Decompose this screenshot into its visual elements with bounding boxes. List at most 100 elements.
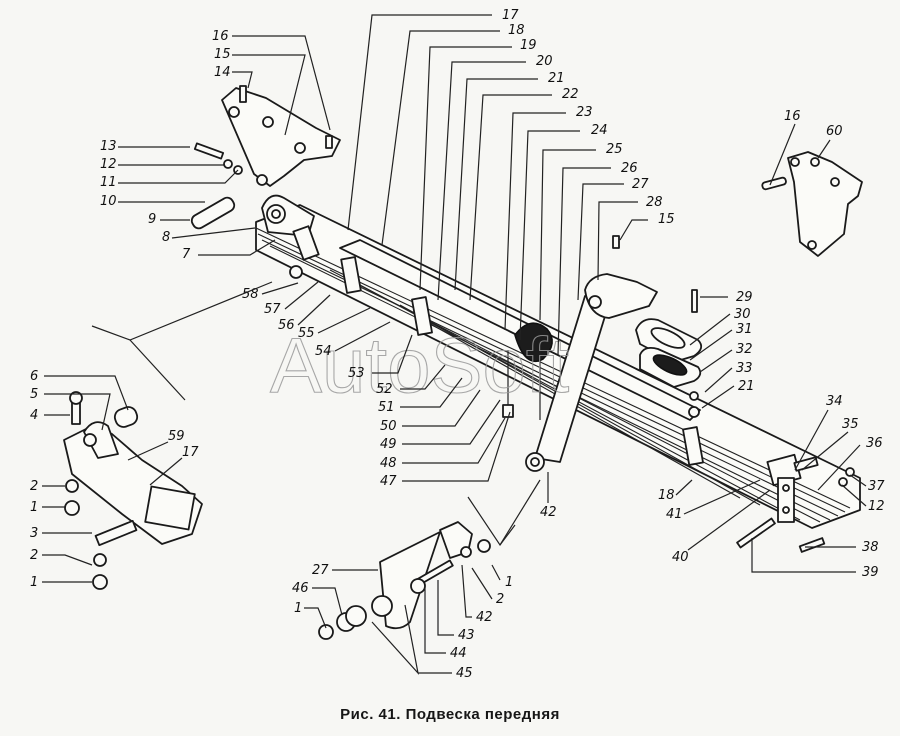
callout-label-15: 15: [214, 47, 231, 62]
callout-label-9: 9: [148, 212, 156, 227]
callout-label-1: 1: [294, 601, 302, 616]
leader-line-5: [44, 393, 111, 431]
callout-label-2: 2: [30, 479, 38, 494]
leader-line-45: [371, 604, 452, 675]
leader-line-22: [469, 94, 552, 301]
shock-absorber: [525, 235, 658, 472]
leader-line-31: [689, 329, 733, 361]
leader-lines: [42, 14, 867, 675]
callout-label-50: 50: [380, 419, 397, 434]
callout-label-52: 52: [376, 382, 393, 397]
leader-line-23: [504, 112, 566, 331]
callout-label-54: 54: [315, 344, 332, 359]
rear-end-detail: [63, 391, 203, 590]
callout-label-21: 21: [738, 379, 755, 394]
leader-line-40: [687, 489, 771, 551]
callout-label-53: 53: [348, 366, 365, 381]
leader-line-27: [577, 183, 624, 301]
leader-line-11: [118, 169, 239, 184]
leader-line-48: [402, 417, 506, 464]
shackle-detail-pointer: [467, 496, 516, 547]
callout-label-35: 35: [842, 417, 859, 432]
leader-line-47: [402, 411, 511, 482]
callout-label-21: 21: [548, 71, 565, 86]
leader-line-18: [675, 479, 693, 496]
callout-label-47: 47: [380, 474, 397, 489]
leader-line-8: [171, 227, 256, 239]
leader-line-58: [261, 282, 299, 295]
callout-label-28: 28: [646, 195, 663, 210]
callout-label-24: 24: [591, 123, 608, 138]
callout-label-56: 56: [278, 318, 295, 333]
callout-label-45: 45: [456, 666, 473, 681]
callout-label-33: 33: [736, 361, 753, 376]
callout-label-29: 29: [736, 290, 753, 305]
bumper-pad-assembly: [635, 289, 703, 418]
callout-label-42: 42: [476, 610, 493, 625]
figure-caption: Рис. 41. Подвеска передняя: [340, 706, 560, 723]
callout-labels: 1615141312111098717181920212223242526272…: [30, 8, 885, 681]
callout-label-42: 42: [540, 505, 557, 520]
leader-line-25: [539, 149, 596, 321]
leader-line-16: [769, 123, 796, 186]
leader-line-37: [849, 474, 867, 487]
rear-shackle-assembly: [736, 453, 855, 553]
callout-label-43: 43: [458, 628, 475, 643]
leader-line-17: [347, 14, 492, 231]
left-detail-pointer-b: [129, 339, 186, 401]
leader-line-50: [402, 389, 481, 427]
callout-label-37: 37: [868, 479, 885, 494]
callout-label-16: 16: [212, 29, 229, 44]
leader-line-60: [817, 139, 831, 159]
callout-label-2: 2: [30, 548, 38, 563]
callout-label-3: 3: [30, 526, 38, 541]
callout-label-55: 55: [298, 326, 315, 341]
leader-line-15: [619, 219, 648, 241]
callout-label-60: 60: [826, 124, 843, 139]
leader-line-21: [701, 385, 735, 409]
callout-label-41: 41: [666, 507, 683, 522]
callout-label-49: 49: [380, 437, 397, 452]
leader-line-44: [424, 588, 446, 654]
leader-line-52: [400, 364, 446, 390]
callout-label-40: 40: [672, 550, 689, 565]
leader-line-55: [317, 307, 371, 334]
callout-label-5: 5: [30, 387, 38, 402]
callout-label-58: 58: [242, 287, 259, 302]
leader-line-2: [42, 554, 93, 566]
callout-label-15: 15: [658, 212, 675, 227]
spring-clips: [289, 225, 704, 466]
leader-line-1: [491, 564, 501, 581]
callout-label-22: 22: [562, 87, 579, 102]
leader-line-19: [419, 46, 512, 291]
leader-line-1: [304, 607, 327, 629]
leader-line-21: [454, 78, 538, 291]
watermark-text: AutoSoft: [270, 321, 570, 409]
callout-label-19: 19: [520, 38, 537, 53]
leader-line-12: [841, 484, 867, 507]
callout-label-57: 57: [264, 302, 281, 317]
leader-line-30: [689, 313, 731, 346]
callout-label-17: 17: [502, 8, 519, 23]
leader-line-41: [683, 479, 761, 515]
leader-line-16: [232, 35, 331, 131]
callout-label-38: 38: [862, 540, 879, 555]
leader-line-43: [437, 580, 454, 636]
leader-line-2: [471, 567, 493, 600]
leader-line-17: [149, 457, 183, 486]
front-spring-eye: [261, 194, 315, 237]
callout-label-1: 1: [505, 575, 513, 590]
leader-line-35: [801, 431, 849, 471]
callout-label-27: 27: [632, 177, 649, 192]
callout-label-23: 23: [576, 105, 593, 120]
callout-label-31: 31: [736, 322, 753, 337]
leader-line-34: [794, 409, 829, 471]
leader-line-26: [557, 167, 611, 356]
shackle-detail-pointer-b: [499, 479, 541, 546]
callout-label-16: 16: [784, 109, 801, 124]
leader-line-42: [461, 564, 472, 618]
callout-label-59: 59: [168, 429, 185, 444]
leader-line-46: [312, 587, 343, 616]
leader-line-7: [198, 239, 276, 256]
